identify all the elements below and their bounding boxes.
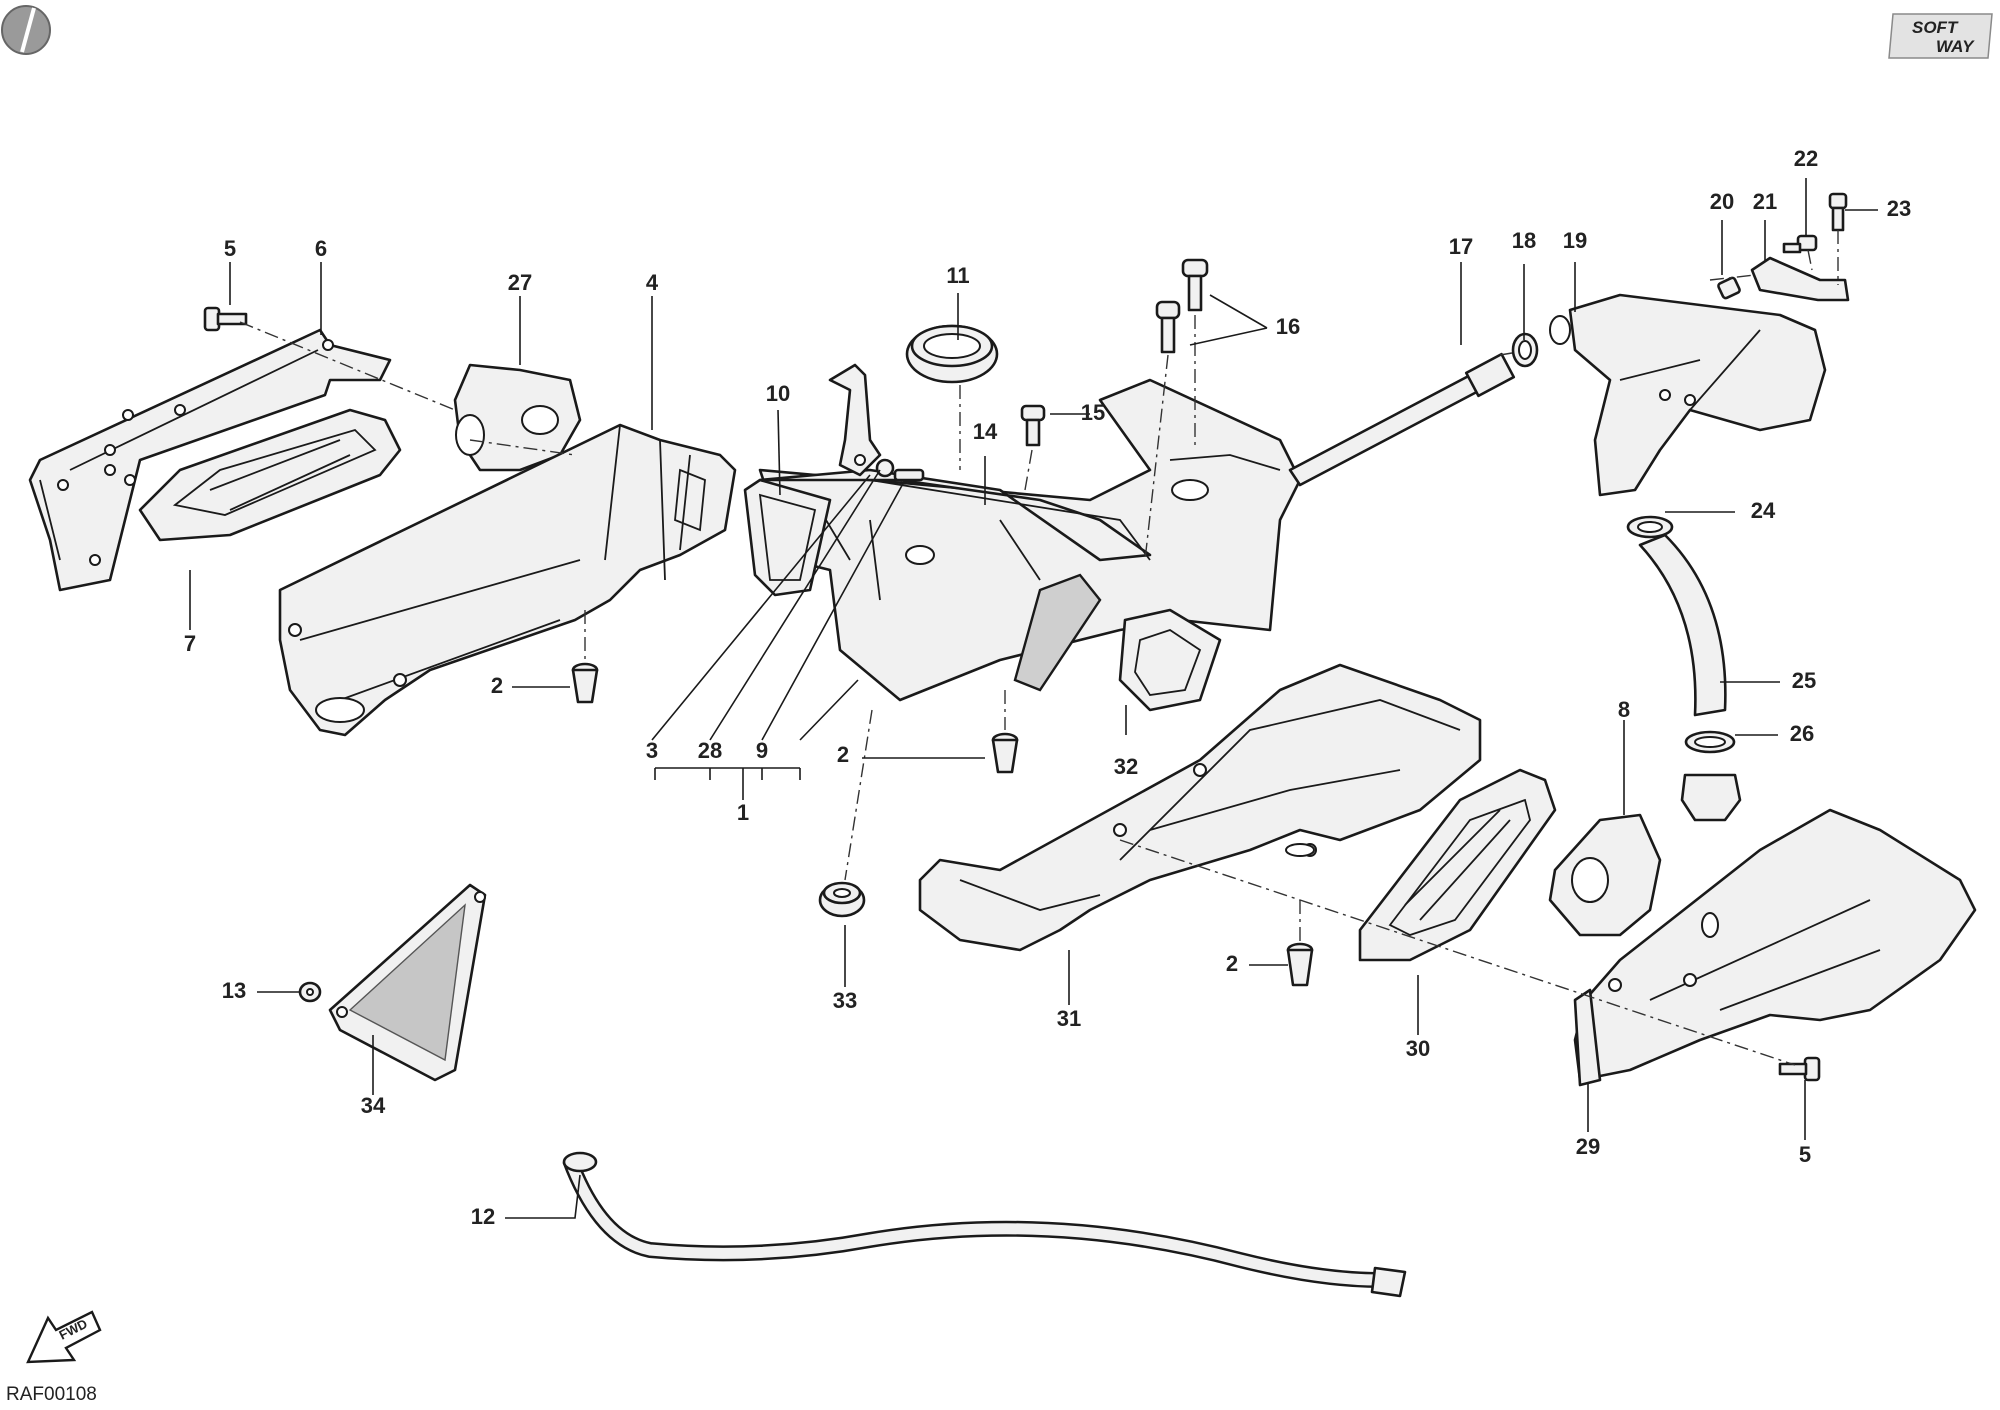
part-16-bolt-top	[1181, 258, 1209, 312]
callout-label: 13	[222, 978, 246, 1003]
callout-label: 34	[361, 1093, 386, 1118]
part-9-screw	[893, 468, 925, 482]
part-28-nut	[875, 458, 895, 478]
part-12-hose	[562, 1151, 1407, 1298]
callout-label: 11	[946, 263, 969, 288]
callout-label: 23	[1887, 196, 1911, 221]
part-34-mesh-panel	[328, 883, 487, 1082]
part-33-grommet	[818, 881, 866, 918]
callout-label: 28	[698, 738, 722, 763]
assembly-center-lines	[239, 230, 1839, 1066]
fwd-arrow-icon: FWD	[26, 1310, 102, 1364]
part-2-grommet-c	[1286, 942, 1314, 987]
callout-label: 25	[1792, 668, 1816, 693]
part-19-reservoir	[1549, 293, 1827, 497]
part-10-seal	[743, 478, 1151, 597]
part-31-duct	[918, 663, 1482, 952]
brand-line1: SOFT	[1912, 18, 1959, 37]
part-26-connector	[1680, 773, 1742, 822]
diagram-code: RAF00108	[6, 1384, 97, 1405]
callout-label: 7	[184, 631, 196, 656]
callout-label: 33	[833, 988, 857, 1013]
part-21-bracket	[1750, 256, 1850, 302]
callout-label: 26	[1790, 721, 1814, 746]
logo-disc	[1, 5, 51, 55]
part-18-clip	[1511, 332, 1539, 368]
callout-label: 32	[1114, 754, 1138, 779]
part-3-bracket	[828, 363, 882, 477]
callout-label: 16	[1276, 314, 1300, 339]
part-30-filter	[1358, 768, 1557, 962]
part-2-grommet-a	[571, 662, 599, 704]
part-2-grommet-b	[991, 732, 1019, 774]
part-32-frame	[1118, 608, 1222, 712]
callout-labels: 5 6 27 4 7 2 10 11 14 15 16 17 18 19 20 …	[184, 146, 1911, 1229]
part-29-cover	[1573, 808, 1977, 1087]
callout-label: 10	[766, 381, 790, 406]
callout-label: 30	[1406, 1036, 1430, 1061]
part-8-boot	[1548, 813, 1662, 937]
callout-label: 19	[1563, 228, 1587, 253]
callout-label: 1	[737, 800, 749, 825]
callout-label: 14	[973, 419, 998, 444]
callout-label: 27	[508, 270, 532, 295]
callout-label: 18	[1512, 228, 1536, 253]
callout-label: 21	[1753, 189, 1777, 214]
part-25-hose	[1638, 533, 1727, 717]
part-20-bolt	[1717, 276, 1741, 300]
callout-label: 2	[1226, 951, 1238, 976]
callout-label: 5	[224, 236, 236, 261]
callout-label: 17	[1449, 234, 1473, 259]
callout-label: 8	[1618, 697, 1630, 722]
callout-label: 3	[646, 738, 658, 763]
part-7-filter-frame	[138, 408, 402, 542]
callout-label: 20	[1710, 189, 1734, 214]
callout-label: 9	[756, 738, 768, 763]
callout-label: 29	[1576, 1134, 1600, 1159]
brand-line2: WAY	[1936, 37, 1975, 56]
callout-label: 24	[1751, 498, 1776, 523]
leader-lines	[189, 178, 1878, 1219]
part-13-nut	[298, 981, 322, 1003]
callout-label: 5	[1799, 1142, 1811, 1167]
callout-label: 12	[471, 1204, 495, 1229]
part-6-bracket	[28, 328, 392, 592]
part-17-hose	[1288, 352, 1516, 487]
part-27-elbow	[453, 363, 582, 472]
part-5-bolt-left	[203, 306, 248, 332]
part-26-clamp	[1684, 730, 1736, 754]
part-15-bolt	[1020, 404, 1046, 447]
callout-label: 6	[315, 236, 327, 261]
part-23-bolt	[1828, 192, 1848, 232]
callout-label: 2	[491, 673, 503, 698]
part-22-screw	[1782, 234, 1818, 254]
part-16-bolt-lower	[1155, 300, 1181, 354]
part-5-bolt-right	[1778, 1056, 1821, 1082]
part-11-ring	[905, 324, 999, 384]
callout-label: 2	[837, 742, 849, 767]
brand-logo: SOFT WAY	[1888, 13, 1993, 59]
callout-label: 15	[1081, 400, 1105, 425]
part-4-intake-duct	[278, 423, 737, 737]
callout-label: 22	[1794, 146, 1818, 171]
callout-label: 4	[646, 270, 659, 295]
callout-label: 31	[1057, 1006, 1081, 1031]
part-24-clamp	[1626, 515, 1674, 539]
